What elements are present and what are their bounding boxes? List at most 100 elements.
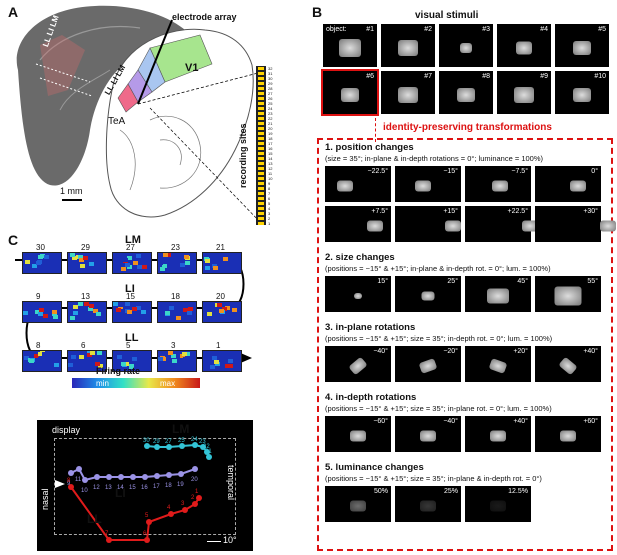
site-dot	[258, 152, 264, 155]
object-thumbnail: #8	[439, 71, 493, 114]
transform-value: +30°	[583, 208, 598, 215]
heatmap-site-number: 15	[126, 292, 135, 301]
site-dot	[258, 197, 264, 200]
heatmap-cell	[121, 358, 126, 362]
rf-heatmap	[67, 252, 107, 274]
heatmap-cell	[219, 354, 224, 358]
stimulus-object	[420, 500, 436, 512]
object-id: #9	[540, 73, 548, 80]
stimulus-object	[420, 430, 436, 442]
site-number: 26	[268, 96, 273, 101]
li-point	[68, 470, 74, 476]
heatmap-site-number: 21	[216, 243, 225, 252]
panel-a-figure	[16, 5, 266, 225]
heatmap-cell	[38, 255, 43, 259]
heatmap-cell	[228, 364, 233, 368]
object-image	[457, 87, 475, 102]
lm-point	[204, 449, 210, 455]
heatmap-cell	[181, 314, 186, 318]
transform-thumbnail: −7.5°	[465, 166, 531, 202]
heatmap-site-number: 13	[81, 292, 90, 301]
rf-heatmap	[157, 301, 197, 323]
section-subtitle: (positions = −15° & +15°; size = 35°; in…	[325, 474, 542, 483]
heatmap-cell	[168, 351, 173, 355]
transform-thumbnail: 25%	[395, 486, 461, 522]
lm-site-label: 29	[153, 439, 160, 445]
heatmap-cell	[24, 356, 29, 360]
heatmap-cell	[89, 262, 94, 266]
transform-box	[317, 138, 613, 551]
heatmap-cell	[97, 351, 102, 355]
heatmap-area-label: LL	[125, 332, 139, 344]
heatmap-cell	[73, 311, 78, 315]
transform-thumbnail: −40°	[395, 416, 461, 452]
lm-point	[144, 443, 150, 449]
heatmap-cell	[184, 255, 189, 259]
object-image	[460, 42, 472, 53]
site-dot	[258, 217, 264, 220]
site-number: 13	[268, 161, 273, 166]
lm-rf-label: LM	[172, 422, 190, 436]
transform-thumbnail: +15°	[395, 206, 461, 242]
heatmap-cell	[225, 364, 230, 368]
heatmap-cell	[217, 303, 222, 307]
li-site-label: 16	[141, 485, 148, 491]
heatmap-cell	[35, 310, 40, 314]
rf-scale-bar	[207, 541, 221, 542]
site-number: 17	[268, 141, 273, 146]
heatmap-cell	[29, 359, 34, 363]
ll-point	[196, 495, 202, 501]
site-number: 25	[268, 101, 273, 106]
heatmap-cell	[117, 355, 122, 359]
object-id: #4	[540, 26, 548, 33]
heatmap-cell	[37, 267, 42, 271]
site-number: 19	[268, 131, 273, 136]
transform-thumbnail: +60°	[535, 416, 601, 452]
object-image	[341, 87, 359, 102]
site-number: 29	[268, 81, 273, 86]
heatmap-cell	[51, 261, 56, 265]
heatmap-cell	[136, 306, 141, 310]
lm-point	[166, 444, 172, 450]
site-number: 16	[268, 146, 273, 151]
transform-thumbnail: +7.5°	[325, 206, 391, 242]
li-site-label: 11	[75, 477, 82, 483]
transform-value: −22.5°	[367, 168, 388, 175]
transform-thumbnail: +22.5°	[465, 206, 538, 242]
heatmap-cell	[71, 355, 76, 359]
section-subtitle: (size = 35°; in-plane & in-depth rotatio…	[325, 154, 543, 163]
lm-point	[179, 443, 185, 449]
transform-value: +15°	[443, 208, 458, 215]
object-id: #6	[366, 73, 374, 80]
site-dot	[258, 192, 264, 195]
heatmap-cell	[132, 307, 137, 311]
ll-site-label: 5	[145, 513, 149, 519]
start-arrow-icon	[55, 480, 65, 488]
site-dot	[258, 187, 264, 190]
heatmap-cell	[176, 316, 181, 320]
heatmap-cell	[218, 259, 223, 263]
ll-site-label: 8	[67, 478, 71, 484]
object-prefix: object:	[326, 26, 347, 33]
heatmap-cell	[183, 357, 188, 361]
transform-value: +22.5°	[507, 208, 528, 215]
heatmap-cell	[185, 261, 190, 265]
lm-site-label: 27	[165, 439, 172, 445]
transform-value: −15°	[443, 168, 458, 175]
rf-heatmap	[67, 301, 107, 323]
connector-line	[375, 118, 376, 142]
site-number: 8	[268, 186, 271, 191]
heatmap-cell	[136, 254, 141, 258]
li-point	[76, 466, 82, 472]
heatmap-cell	[225, 306, 230, 310]
display-outline	[54, 438, 236, 535]
heatmap-site-number: 3	[171, 341, 176, 350]
heatmap-cell	[54, 363, 59, 367]
object-image	[573, 40, 591, 55]
heatmap-cell	[79, 355, 84, 359]
site-dot	[258, 102, 264, 105]
heatmap-cell	[83, 256, 88, 260]
heatmap-cell	[169, 306, 174, 310]
lm-point	[192, 442, 198, 448]
heatmap-cell	[188, 307, 193, 311]
